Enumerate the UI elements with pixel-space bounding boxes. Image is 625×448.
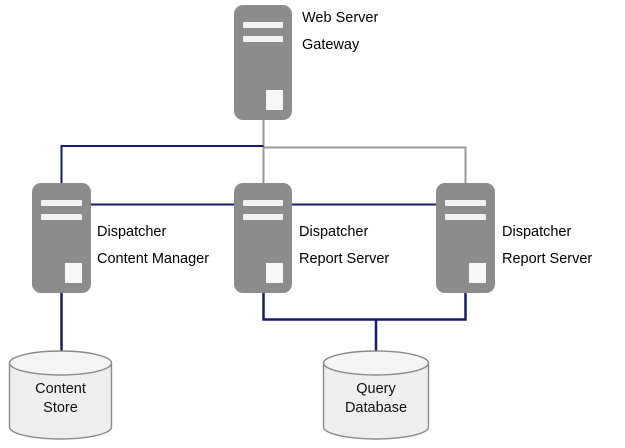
label-line-2: Store xyxy=(43,400,78,416)
dispatcher-report-server-1-label: Dispatcher Report Server xyxy=(299,219,389,273)
content-store-label: Content Store xyxy=(8,380,113,418)
label-line-1: Query xyxy=(356,381,396,397)
link-gateway-to-report-server-2 xyxy=(263,146,467,183)
label-line-1: Dispatcher xyxy=(502,224,572,240)
server-drive-bay-icon xyxy=(266,263,283,283)
server-vent-bar xyxy=(243,214,283,220)
server-vent-bar xyxy=(243,200,283,206)
server-drive-bay-icon xyxy=(469,263,486,283)
label-line-2: Report Server xyxy=(502,251,593,267)
query-database-cylinder-icon[interactable] xyxy=(322,350,430,440)
server-drive-bay-icon xyxy=(266,90,283,110)
label-line-1: Web Server xyxy=(302,10,379,26)
content-store-cylinder-icon[interactable] xyxy=(8,350,113,440)
node-content-store[interactable]: Content Store xyxy=(8,350,113,440)
server-vent-bar xyxy=(445,200,486,206)
web-server-gateway-label: Web Server Gateway xyxy=(302,5,378,59)
server-vent-bar xyxy=(445,214,486,220)
label-line-2: Content Manager xyxy=(97,251,210,267)
dispatcher-report-server-2-icon[interactable] xyxy=(436,183,495,293)
link-gateway-to-content-manager xyxy=(60,145,264,183)
server-vent-bar xyxy=(41,214,82,220)
dispatcher-content-manager-icon[interactable] xyxy=(32,183,91,293)
dispatcher-report-server-2-label: Dispatcher Report Server xyxy=(502,219,592,273)
server-vent-bar xyxy=(41,200,82,206)
server-vent-bar xyxy=(243,22,283,28)
server-drive-bay-icon xyxy=(65,263,82,283)
server-vent-bar xyxy=(243,36,283,42)
query-database-label: Query Database xyxy=(322,380,430,418)
label-line-2: Gateway xyxy=(302,37,360,53)
node-query-database[interactable]: Query Database xyxy=(322,350,430,440)
label-line-2: Report Server xyxy=(299,251,390,267)
web-server-gateway-icon[interactable] xyxy=(234,5,292,120)
dispatcher-content-manager-label: Dispatcher Content Manager xyxy=(97,219,209,273)
label-line-2: Database xyxy=(344,400,408,416)
label-line-1: Dispatcher xyxy=(299,224,369,240)
label-line-1: Content xyxy=(35,381,86,397)
label-line-1: Dispatcher xyxy=(97,224,167,240)
dispatcher-report-server-1-icon[interactable] xyxy=(234,183,292,293)
